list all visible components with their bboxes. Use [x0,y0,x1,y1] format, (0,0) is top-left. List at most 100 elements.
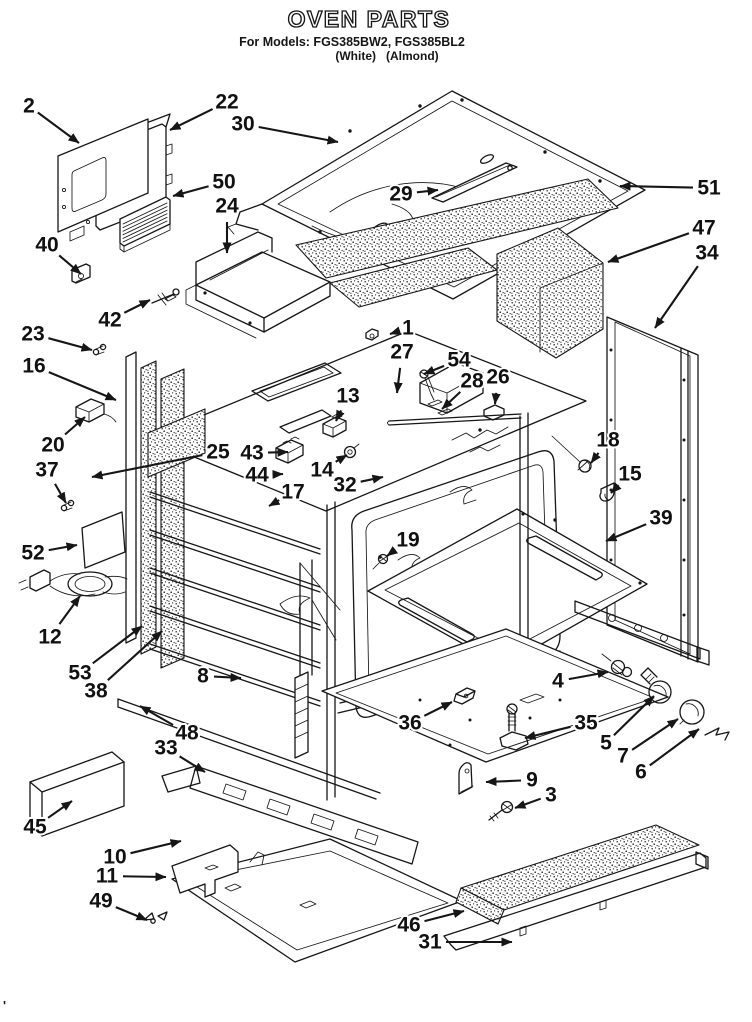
callout-leader-40 [58,254,82,275]
callout-number-48: 48 [175,722,199,745]
callout-number-49: 49 [89,890,112,913]
callout-number-25: 25 [206,441,230,464]
callout-leader-47 [607,232,690,263]
callout-leader-8 [213,672,242,682]
part-40-bracket-clip-drawing [71,263,91,284]
part-5-light-bulb-drawing [640,667,672,704]
callout-leader-50 [172,185,209,198]
callout-leader-17 [268,496,281,507]
callout-number-14: 14 [310,459,334,482]
callout-number-20: 20 [41,434,64,457]
callout-leader-25 [91,454,203,480]
callout-number-43: 43 [240,442,263,465]
callout-leader-27 [393,367,403,394]
callout-leader-19 [386,546,399,557]
part-2-22-rear-access-panel-drawing [57,113,173,242]
base-assembly-drawing [29,698,463,963]
callout-leader-5 [613,695,655,737]
part-26-bracket-drawing [483,404,505,421]
callout-leader-34 [654,265,699,329]
callout-number-9: 9 [526,769,538,792]
callout-number-32: 32 [333,474,356,497]
callout-leader-52 [48,542,78,552]
part-29-oven-burner-drawing [431,162,518,203]
callout-number-28: 28 [460,370,484,393]
part-47-corner-insulation-drawing [329,227,604,359]
part-27-burner-bracket-drawing [419,362,484,416]
callout-number-50: 50 [212,171,235,194]
callout-leader-10 [130,839,182,855]
part-53-insulation-strip-drawing [140,360,157,655]
callout-number-30: 30 [231,113,254,136]
callout-number-35: 35 [574,712,598,735]
callout-leader-42 [123,299,151,314]
callout-leader-12 [58,595,81,625]
part-42-igniter-drawing [151,288,180,306]
callout-number-40: 40 [35,234,58,257]
callout-number-54: 54 [447,349,471,372]
part-1-nut-drawing [365,328,379,341]
header: OVEN PARTS For Models: FGS385BW2, FGS385… [239,5,465,63]
callout-leader-54 [423,364,445,375]
callout-number-18: 18 [596,429,620,452]
callout-leader-38 [107,630,163,681]
callout-number-33: 33 [154,737,177,760]
callout-number-16: 16 [22,355,45,378]
callout-leader-35 [524,725,571,740]
callout-leader-29 [416,186,439,196]
callout-leader-15 [610,482,622,494]
part-45-bottom-channel-drawing [29,751,125,837]
part-50-vent-grille-drawing [119,196,171,253]
part-12-power-cord-drawing [18,569,128,597]
callout-leader-51 [619,181,694,191]
part-3-screw-drawing [488,800,514,822]
callout-number-34: 34 [695,242,719,265]
callout-number-6: 6 [635,761,647,784]
part-35-leveling-leg-drawing [499,703,529,751]
callout-leader-53 [92,625,143,665]
part-14-grommet-drawing [343,443,360,459]
callout-number-45: 45 [23,816,47,839]
callout-number-3: 3 [545,784,557,807]
callout-leader-32 [360,474,384,484]
callout-leader-4 [568,669,609,681]
small-parts-drawing [18,263,730,822]
part-19-screw-drawing [372,553,389,570]
part-4-lamp-socket-drawing [601,653,633,678]
callout-leader-48 [139,705,174,726]
callout-leader-1 [389,326,402,335]
part-31-front-channel-drawing [443,851,709,951]
part-52-cover-plate-drawing [81,511,126,569]
callout-leader-33 [179,755,206,773]
callout-number-26: 26 [486,366,509,389]
callout-leader-43 [267,447,289,457]
part-18-thermostat-bulb-drawing [551,435,592,473]
callout-number-42: 42 [98,309,121,332]
callout-number-47: 47 [692,217,715,240]
part-51-top-insulation-drawing [295,178,619,279]
burner-box-base-drawing [321,628,669,763]
part-38-insulation-strip-drawing [160,368,185,669]
part-11-base-bracket-drawing [171,844,239,898]
part-48-front-rail-drawing [117,698,381,800]
callout-number-31: 31 [418,931,442,954]
part-28-burner-tube-drawing [387,413,522,426]
callout-number-24: 24 [215,195,239,218]
part-23-clip-drawing [92,343,107,356]
callout-number-23: 23 [21,323,44,346]
callout-number-44: 44 [245,464,269,487]
callout-number-11: 11 [96,865,119,888]
callout-leader-30 [258,125,339,145]
callout-number-5: 5 [600,732,612,755]
part-37-clip-drawing [60,499,75,512]
part-33-kick-rail-drawing [161,765,419,865]
callout-leader-49 [115,906,148,921]
callout-number-15: 15 [618,463,642,486]
part-6-lens-clip-drawing [704,727,730,741]
callout-leader-6 [649,728,700,767]
callout-leader-28 [441,391,462,410]
callout-leader-36 [423,701,453,717]
callout-number-53: 53 [68,662,91,685]
